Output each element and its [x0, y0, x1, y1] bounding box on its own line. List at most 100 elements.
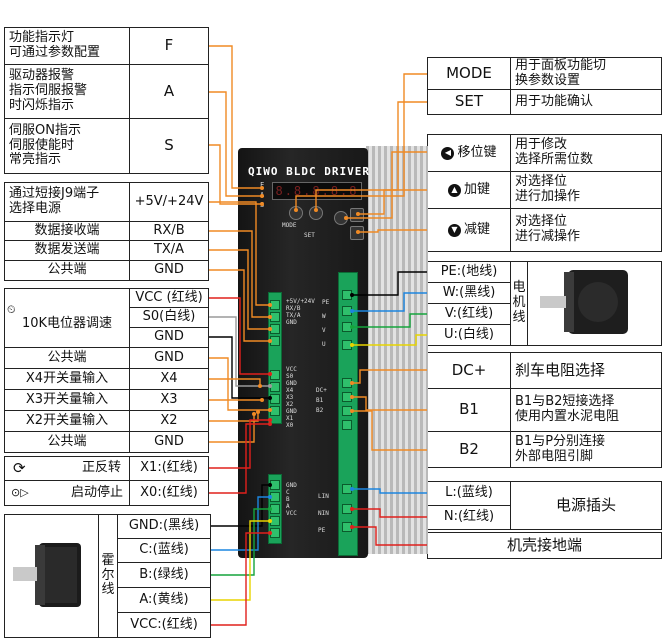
- motor-pe: PE:(地线): [427, 261, 511, 283]
- right-bot-labels: LIN NIN PE: [318, 488, 329, 539]
- set-text: SET: [304, 232, 315, 239]
- set-desc: 用于功能确认: [510, 89, 662, 115]
- set-label: SET: [427, 89, 511, 115]
- lbl-vcc: VCC: [286, 366, 297, 373]
- b1-label: B1: [427, 388, 511, 432]
- terminal-pin-6: [270, 394, 280, 404]
- down-arrow-icon: ▼: [447, 223, 461, 237]
- hall-label: 霍 尔 线: [98, 514, 118, 638]
- led-display: 8.8.8.8.8: [272, 182, 362, 200]
- x0-desc: 启动停止: [70, 484, 123, 500]
- terminal-pin-23: [342, 522, 352, 532]
- hall-block-labels: GND C B A VCC: [286, 482, 297, 517]
- motor-label: 电 机 线: [510, 261, 528, 346]
- shift-label: 移位键: [457, 144, 497, 160]
- hall-motor-image: [13, 543, 81, 607]
- terminal-pin-5: [270, 382, 280, 392]
- terminal-pin-12: [270, 528, 280, 538]
- lbl-gnd-2: GND: [286, 380, 297, 387]
- power-n: N:(红线): [427, 505, 511, 530]
- gnd2-val: GND: [129, 327, 209, 348]
- x2-val: X2: [129, 410, 209, 432]
- x1-desc: 正反转: [81, 460, 121, 476]
- x4-desc: X4开关量输入: [4, 368, 130, 390]
- shift-desc: 用于修改 选择所需位数: [510, 134, 662, 172]
- b1-desc: B1与B2短接选择 使用内置水泥电阻: [510, 388, 662, 432]
- lbl-s0: S0: [286, 373, 294, 380]
- f-code: F: [129, 27, 209, 65]
- gnd4-desc: 公共端: [4, 431, 130, 453]
- left-block-labels: +5V/+24V RX/B TX/A GND: [286, 298, 315, 326]
- lbl-hall-b: B: [286, 496, 290, 503]
- terminal-pin-0: [270, 300, 280, 310]
- mode-button[interactable]: [289, 206, 303, 220]
- lbl-pe-2: PE: [318, 527, 326, 534]
- hall-wire-c: C:(蓝线): [117, 538, 211, 563]
- x1-desc-cell: ⟳ 正反转: [4, 456, 130, 481]
- j9-desc: 通过短接J9端子 选择电源: [4, 182, 130, 222]
- j9-val: +5V/+24V: [129, 182, 209, 222]
- lbl-hall-vcc: VCC: [286, 510, 297, 517]
- f-desc: 功能指示灯 可通过参数配置: [4, 27, 130, 65]
- terminal-pin-4: [270, 370, 280, 380]
- terminal-pin-19: [342, 406, 352, 416]
- mid-block-labels: VCC S0 GND X4 X3 X2 GND X1 X0: [286, 366, 297, 429]
- ground-label: 机壳接地端: [427, 532, 662, 559]
- power-label: 电源插头: [510, 481, 662, 530]
- down-label: 减键: [463, 221, 490, 237]
- shift-key: ◀ 移位键: [427, 134, 511, 172]
- reverse-icon: ⟳: [13, 458, 26, 477]
- down-button[interactable]: [350, 226, 364, 240]
- a-code: A: [129, 64, 209, 119]
- down-desc: 对选择位 进行减操作: [510, 208, 662, 252]
- terminal-pin-21: [342, 484, 352, 494]
- pot-desc: 10K电位器调速: [21, 315, 113, 331]
- shift-button[interactable]: [334, 211, 348, 225]
- lbl-txa: TX/A: [286, 312, 301, 319]
- dc-desc: 刹车电阻选择: [510, 352, 662, 389]
- lbl-hall-gnd: GND: [286, 482, 297, 489]
- hall-wire-vcc: VCC:(红线): [117, 612, 211, 638]
- lbl-nin: NIN: [318, 510, 329, 517]
- x2-desc: X2开关量输入: [4, 410, 130, 432]
- s0-val: S0(白线): [129, 307, 209, 328]
- lbl-v: V: [322, 327, 326, 334]
- hall-wire-b: B:(绿线): [117, 562, 211, 588]
- terminal-pin-11: [270, 516, 280, 526]
- motor-w: W:(黑线): [427, 282, 511, 304]
- rx-desc: 数据接收端: [4, 221, 130, 241]
- lbl-gnd-3: GND: [286, 408, 297, 415]
- tx-val: TX/A: [129, 240, 209, 261]
- brand-label: QIWO BLDC DRIVER: [248, 165, 370, 178]
- s-desc: 伺服ON指示 伺服使能时 常亮指示: [4, 118, 130, 174]
- gnd1-desc: 公共端: [4, 260, 130, 281]
- terminal-pin-10: [270, 504, 280, 514]
- lbl-pe: PE: [322, 299, 330, 306]
- set-button[interactable]: [309, 206, 323, 220]
- lbl-dc: DC+: [316, 387, 327, 394]
- lbl-u: U: [322, 341, 326, 348]
- terminal-pin-22: [342, 504, 352, 514]
- lbl-gnd: GND: [286, 319, 297, 326]
- led-s-label: S: [260, 201, 265, 209]
- pot-cell: ⏲ 10K电位器调速: [4, 288, 130, 348]
- bldc-motor-image: [540, 270, 628, 334]
- hall-wire-gnd: GND:(黑线): [117, 514, 211, 539]
- b2-label: B2: [427, 431, 511, 468]
- terminal-pin-16: [342, 340, 352, 350]
- hall-wire-a: A:(黄线): [117, 587, 211, 613]
- terminal-pin-3: [270, 336, 280, 346]
- mode-desc: 用于面板功能切 换参数设置: [510, 57, 662, 90]
- up-button[interactable]: [350, 208, 364, 222]
- right-top-labels: PE W V U: [322, 296, 329, 352]
- x0-desc-cell: ⊙▷ 启动停止: [4, 480, 130, 506]
- lbl-lin: LIN: [318, 493, 329, 500]
- a-desc: 驱动器报警 指示伺服报警 时闪烁指示: [4, 64, 130, 119]
- up-key: ▲ 加键: [427, 171, 511, 209]
- right-mid-labels: DC+ B1 B2: [316, 386, 327, 416]
- terminal-pin-17: [342, 378, 352, 388]
- x4-val: X4: [129, 368, 209, 390]
- mode-text: MODE: [282, 222, 297, 229]
- gauge-icon: ⏲: [7, 303, 16, 317]
- down-key: ▼ 减键: [427, 208, 511, 252]
